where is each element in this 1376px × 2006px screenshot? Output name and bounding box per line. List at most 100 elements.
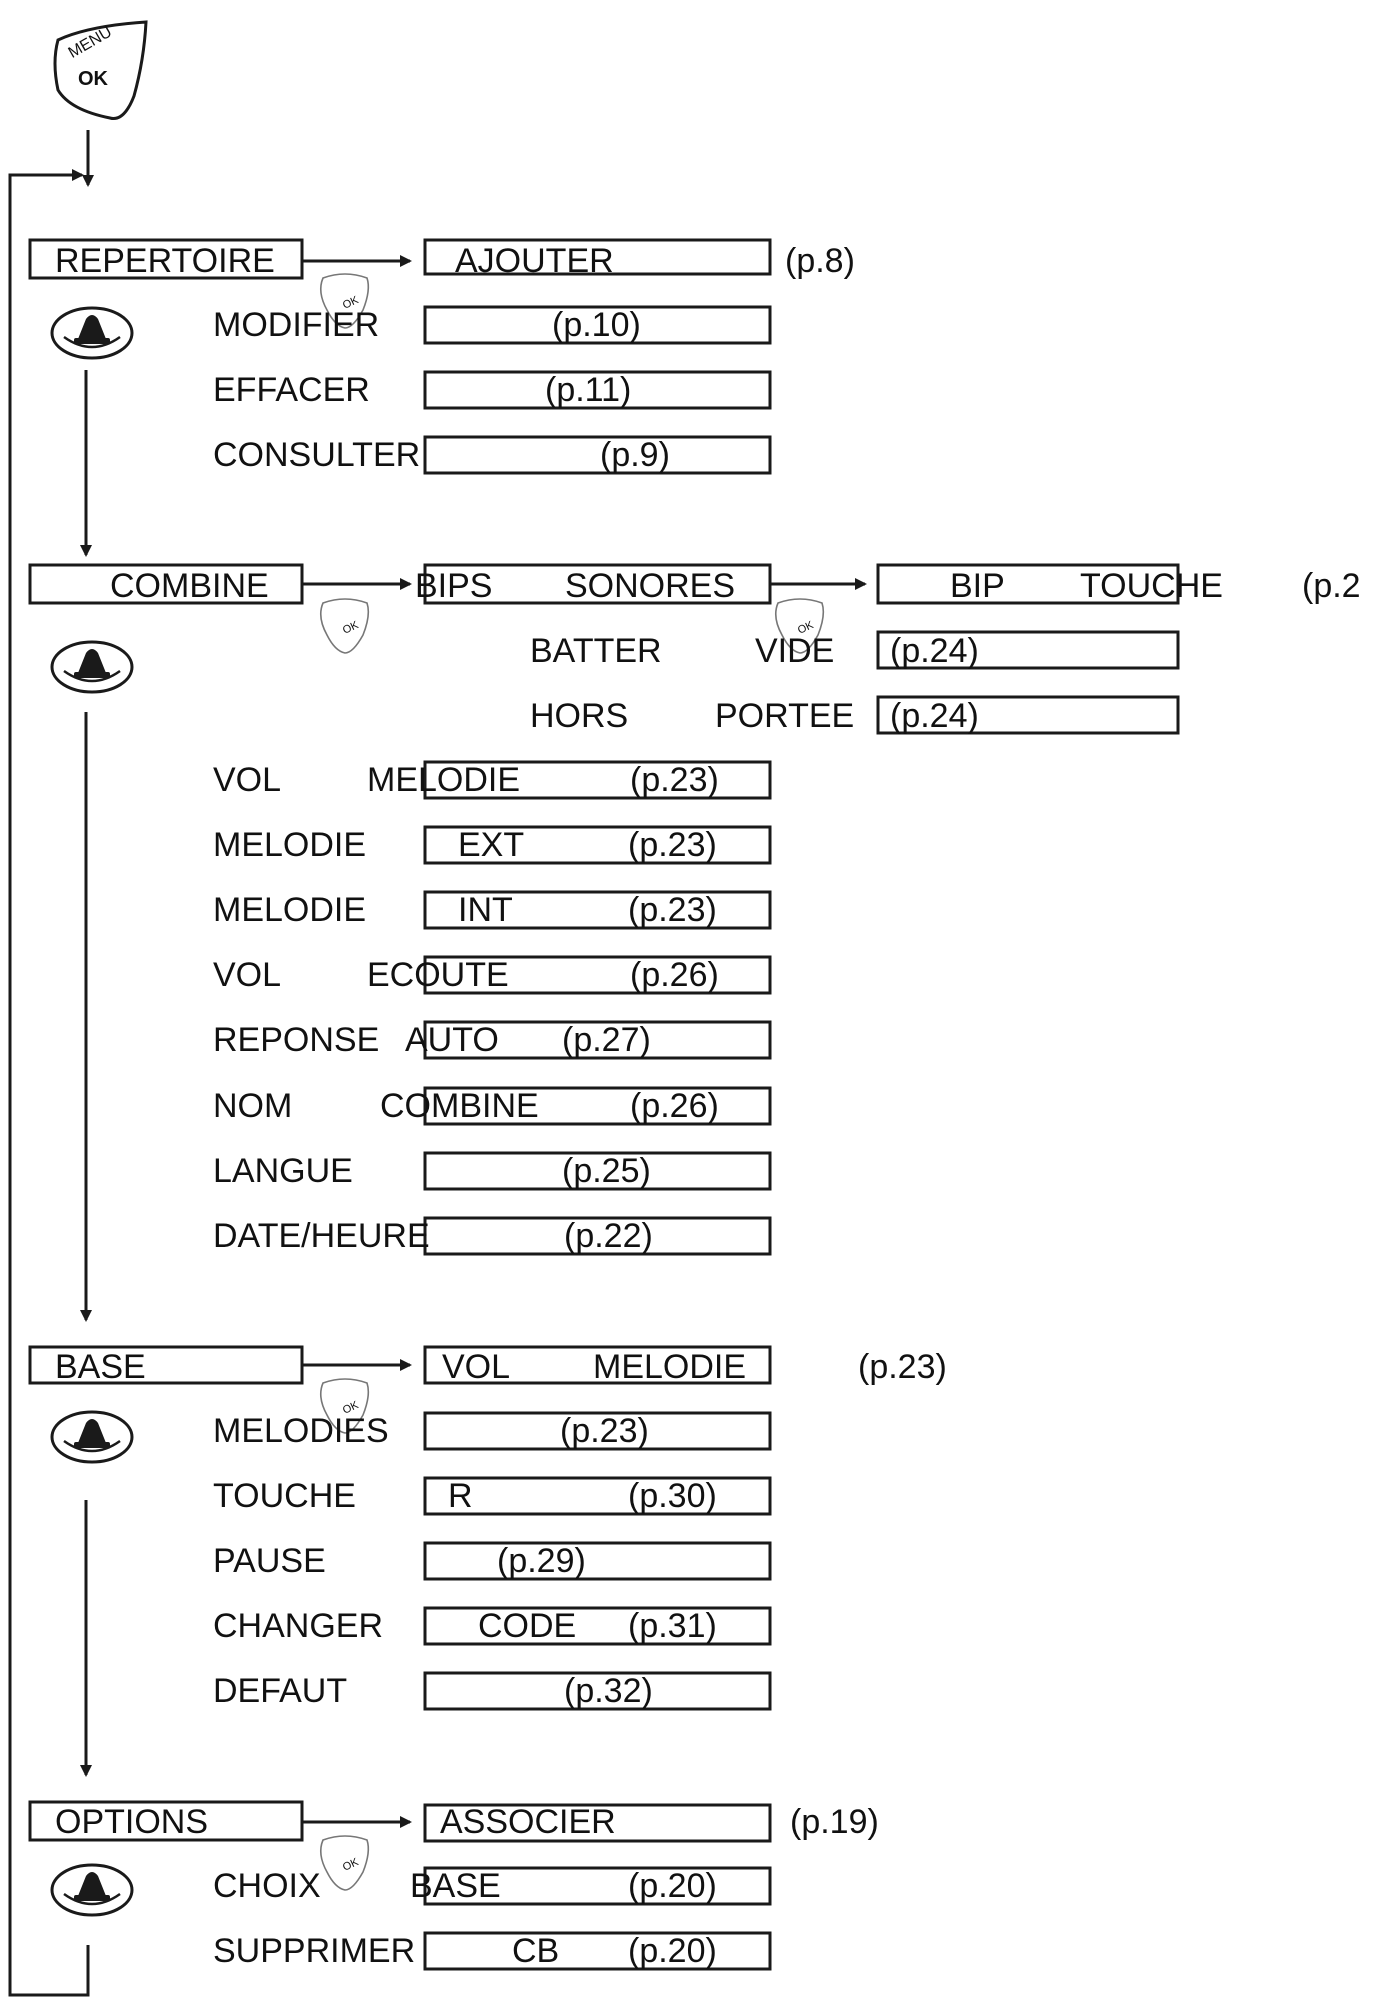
item-page-ref: (p.25) [562,1152,651,1190]
item-label: PAUSE [213,1542,326,1580]
item-box[interactable] [423,1671,772,1711]
scroll-key-icon [50,1410,134,1464]
menu-ok-key-small-icon [319,1835,370,1891]
section-box-repertoire[interactable] [28,238,304,280]
item-box-text: MELODIE [367,761,520,799]
item-label: EFFACER [213,371,370,409]
scroll-key-icon [50,1863,134,1917]
menu-ok-key-icon [53,20,148,121]
loop-back-line [8,169,90,1997]
item-page-ref: (p.20) [628,1932,717,1970]
item-page-ref: (p.29) [497,1542,586,1580]
item-box[interactable] [423,1411,772,1451]
item-label: DATE/HEURE [213,1217,430,1255]
sub-item-label-b: PORTEE [715,697,854,735]
item-label: NOM [213,1087,292,1125]
item-box-text: BASE [410,1867,501,1905]
section-label-repertoire: REPERTOIRE [55,242,275,280]
section-label-combine: COMBINE [110,567,269,605]
item-box-text: CB [512,1932,559,1970]
item-box-text: CODE [478,1607,576,1645]
item-label: MELODIES [213,1412,389,1450]
item-page-ref: (p.26) [630,956,719,994]
item-box[interactable] [423,1931,772,1971]
item-page-ref: (p.23) [628,826,717,864]
item-label: VOL [213,956,281,994]
section-label-options: OPTIONS [55,1803,208,1841]
scroll-key-icon [50,306,134,360]
item-page-ref: (p.30) [628,1477,717,1515]
item-box[interactable] [423,1086,772,1126]
item-box-text-b: SONORES [565,567,735,605]
item-box-text: ASSOCIER [440,1803,616,1841]
item-box-text: AJOUTER [455,242,614,280]
item-page-ref: (p.20) [628,1867,717,1905]
section-label-base: BASE [55,1348,146,1386]
item-box[interactable] [423,760,772,800]
item-box[interactable] [423,955,772,995]
item-box[interactable] [423,1020,772,1060]
sub-item-label-b: TOUCHE [1080,567,1223,605]
item-box-text-a: BIPS [415,567,492,605]
item-page-ref: (p.22) [564,1217,653,1255]
item-page-ref: (p.31) [628,1607,717,1645]
item-label: TOUCHE [213,1477,356,1515]
item-box-text: R [448,1477,473,1515]
item-box[interactable] [423,825,772,865]
menu-key-face-label: OK [78,68,109,90]
item-label: VOL [213,761,281,799]
item-page-ref: (p.23) [858,1348,947,1386]
sub-item-label-a: BIP [950,567,1005,605]
item-label: DEFAUT [213,1672,347,1710]
item-label: CHOIX [213,1867,321,1905]
item-label: REPONSE [213,1021,379,1059]
scroll-key-icon [50,640,134,694]
sub-item-box[interactable] [876,563,1180,605]
item-box[interactable] [423,1216,772,1256]
item-page-ref: (p.11) [545,371,631,409]
item-label: CONSULTER [213,436,420,474]
item-page-ref: (p.23) [628,891,717,929]
item-box[interactable] [423,1866,772,1906]
item-box-text: COMBINE [380,1087,539,1125]
item-label: CHANGER [213,1607,383,1645]
item-box-text-b: MELODIE [593,1348,746,1386]
item-box[interactable] [423,435,772,475]
sub-item-page-ref: (p.2 [1302,567,1361,605]
sub-item-box[interactable] [876,695,1180,735]
item-label: SUPPRIMER [213,1932,415,1970]
item-page-ref: (p.19) [790,1803,879,1841]
menu-ok-key-small-icon [319,598,370,654]
item-label: MELODIE [213,826,366,864]
sub-item-page-ref: (p.24) [890,632,979,670]
item-box-text: INT [458,891,513,929]
sub-item-box[interactable] [876,630,1180,670]
item-page-ref: (p.9) [600,436,670,474]
item-box-ajouter[interactable] [423,238,772,276]
item-page-ref: (p.23) [560,1412,649,1450]
item-box-vol-melodie[interactable] [423,1345,772,1385]
item-box[interactable] [423,1606,772,1646]
sub-item-label-a: HORS [530,697,628,735]
item-page-ref: (p.26) [630,1087,719,1125]
item-box[interactable] [423,305,772,345]
item-label: LANGUE [213,1152,353,1190]
item-box[interactable] [423,1151,772,1191]
item-box[interactable] [423,370,772,410]
item-box[interactable] [423,890,772,930]
item-page-ref: (p.32) [564,1672,653,1710]
item-page-ref: (p.23) [630,761,719,799]
item-box[interactable] [423,1476,772,1516]
item-label: MODIFIER [213,306,379,344]
item-box-text: EXT [458,826,524,864]
item-box-associer[interactable] [423,1803,772,1843]
item-box-text: ECOUTE [367,956,509,994]
item-box[interactable] [423,1541,772,1581]
section-box-combine[interactable] [28,563,304,605]
item-page-ref: (p.8) [785,242,855,280]
item-label: MELODIE [213,891,366,929]
item-page-ref: (p.27) [562,1021,651,1059]
sub-item-label-a: BATTER [530,632,662,670]
item-box-text: AUTO [405,1021,499,1059]
